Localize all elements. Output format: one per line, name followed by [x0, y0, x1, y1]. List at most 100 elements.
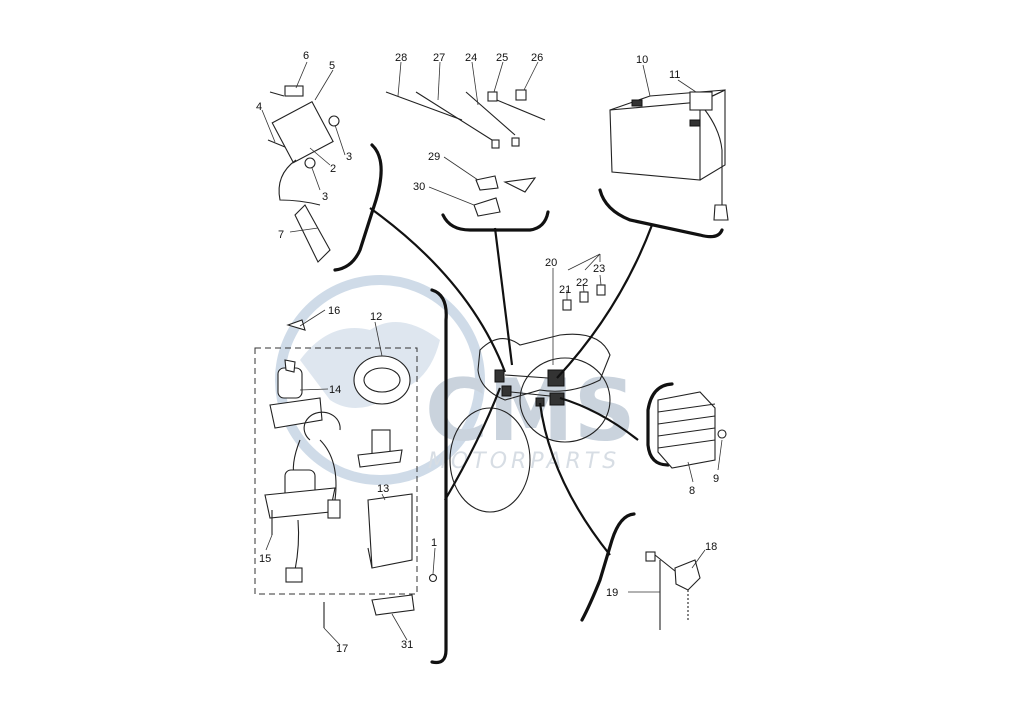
callout-20: 20 — [545, 257, 557, 269]
rectifier-fins — [657, 403, 716, 449]
group-brackets — [333, 143, 724, 665]
callout-5: 5 — [329, 60, 335, 72]
callout-18: 18 — [705, 541, 717, 553]
callout-15: 15 — [259, 553, 271, 565]
coil-nut-lower — [304, 157, 316, 169]
lock-connector — [285, 567, 303, 583]
sensor-leader — [538, 402, 611, 556]
switch-group-leader — [444, 387, 502, 501]
callout-9: 9 — [713, 473, 719, 485]
lock-cable-b — [319, 439, 337, 501]
seat-lock-bracket — [264, 487, 336, 519]
rectifier-leader — [559, 396, 639, 441]
callout-29: 29 — [428, 151, 440, 163]
callout-26: 26 — [531, 52, 543, 64]
callout-3a: 3 — [346, 151, 352, 163]
band-24-head — [511, 137, 520, 147]
bands-leader — [493, 227, 514, 366]
band-group — [385, 89, 546, 217]
callout-14: 14 — [329, 384, 341, 396]
frame-body — [477, 333, 611, 401]
ecu-unit — [367, 493, 413, 569]
band-27-head — [491, 139, 500, 149]
relay-21 — [562, 299, 572, 311]
coil-bolts — [267, 91, 286, 148]
callout-22: 22 — [576, 277, 588, 289]
callout-10: 10 — [636, 54, 648, 66]
callout-28: 28 — [395, 52, 407, 64]
clamp-29b — [503, 177, 537, 193]
battery-terminal-pos — [689, 119, 701, 127]
frame-harness — [504, 374, 551, 397]
battery-group — [609, 89, 729, 221]
callout-11: 11 — [669, 69, 680, 81]
relay-23 — [596, 284, 606, 296]
spark-plug-cap — [294, 204, 331, 263]
bracket-bands — [441, 210, 550, 232]
callout-3b: 3 — [322, 191, 328, 203]
callout-12: 12 — [370, 311, 382, 323]
rectifier-group — [657, 391, 727, 469]
callout-labels: 6 5 4 3 2 3 7 28 27 24 25 26 29 30 10 11… — [256, 50, 719, 655]
watermark-brand: CMS — [425, 361, 636, 461]
callout-21: 21 — [559, 284, 571, 296]
callout-27: 27 — [433, 52, 445, 64]
lock-set-outline — [254, 347, 418, 595]
bracket-sensor — [580, 512, 636, 622]
spark-plug-lead — [278, 159, 321, 206]
clip-25 — [487, 91, 498, 102]
coil-bracket — [284, 85, 304, 97]
holder-30 — [473, 197, 501, 217]
sensor-band-head — [645, 551, 656, 562]
ignition-coil-leader — [369, 207, 507, 373]
callout-16: 16 — [328, 305, 340, 317]
relay-22 — [579, 291, 589, 303]
coil-nut-upper — [328, 115, 340, 127]
ignition-coil-group — [267, 85, 340, 263]
frame-connector-a — [494, 369, 505, 383]
callout-8: 8 — [689, 485, 695, 497]
callout-leaders — [261, 61, 723, 646]
bracket-switch-group — [430, 288, 448, 665]
bracket-battery — [598, 188, 724, 239]
bracket-ignition-coil — [333, 143, 383, 272]
callout-17: 17 — [336, 643, 348, 655]
main-switch-body — [269, 397, 323, 429]
sensor-switch — [674, 559, 701, 591]
front-wheel-outline — [449, 407, 531, 513]
fuse-lead — [704, 109, 723, 205]
battery-front — [609, 101, 701, 181]
callout-13: 13 — [377, 483, 389, 495]
spare-key-16 — [286, 319, 306, 331]
battery-terminal-neg — [631, 99, 643, 107]
ignition-coil — [271, 101, 334, 164]
callout-30: 30 — [413, 181, 425, 193]
fuel-cap — [353, 355, 411, 405]
grommet-31 — [371, 594, 415, 616]
clip-26 — [515, 89, 527, 101]
callout-4: 4 — [256, 101, 262, 113]
callout-2: 2 — [330, 163, 336, 175]
lock-cable — [294, 519, 300, 571]
group-leaders — [369, 207, 654, 556]
callout-23: 23 — [593, 263, 605, 275]
main-switch-barrel — [277, 367, 303, 399]
callout-1: 1 — [431, 537, 437, 549]
band-25 — [491, 97, 546, 121]
main-switch-group — [254, 319, 438, 628]
fuel-cap-inner — [363, 367, 401, 393]
rear-wheel-outline — [519, 357, 611, 443]
callout-31: 31 — [401, 639, 413, 651]
lock-terminal — [327, 499, 341, 519]
relay-leader-fan — [567, 253, 601, 271]
frame-connector-b — [501, 385, 512, 397]
bracket-rectifier — [646, 382, 674, 467]
switch-key — [284, 359, 296, 373]
helmet-holder-base — [357, 449, 403, 468]
rectifier-regulator — [657, 391, 716, 469]
cable-loop — [303, 411, 341, 441]
fuse-terminal — [713, 204, 729, 221]
callout-6: 6 — [303, 50, 309, 62]
callout-24: 24 — [465, 52, 477, 64]
